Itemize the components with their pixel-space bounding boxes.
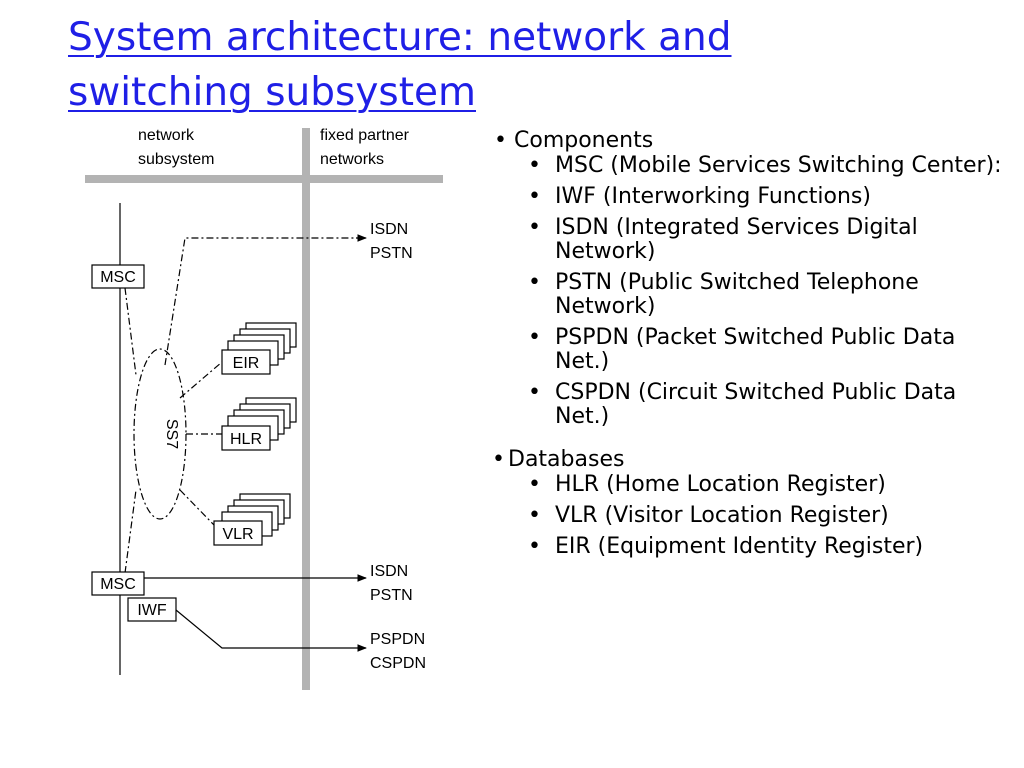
list-item: ISDN (Integrated Services Digital Networ… bbox=[490, 216, 1015, 264]
list-item: MSC (Mobile Services Switching Center): bbox=[490, 154, 1015, 179]
slide-title-line-2: switching subsystem bbox=[68, 70, 476, 115]
msc-bottom-label: MSC bbox=[100, 576, 136, 593]
eir-box bbox=[221, 349, 271, 375]
iwf-box bbox=[127, 597, 177, 622]
bullet-list: Components MSC (Mobile Services Switchin… bbox=[490, 126, 1015, 578]
vlr-label: VLR bbox=[222, 526, 253, 543]
databases-heading: Databases bbox=[490, 448, 1015, 473]
components-list: MSC (Mobile Services Switching Center): … bbox=[490, 154, 1015, 429]
fixed-partner-label-line1: fixed partner bbox=[320, 127, 410, 144]
msc-top-to-ss7-link bbox=[124, 287, 137, 376]
cspdn-label: CSPDN bbox=[370, 655, 426, 672]
eir-label: EIR bbox=[233, 355, 260, 372]
ss7-to-vlr-link bbox=[179, 489, 215, 526]
horizontal-separator-bar bbox=[85, 175, 443, 183]
databases-list: HLR (Home Location Register) VLR (Visito… bbox=[490, 473, 1015, 560]
list-item: PSPDN (Packet Switched Public Data Net.) bbox=[490, 326, 1015, 374]
slide-title-line-1: System architecture: network and bbox=[68, 15, 732, 60]
pspdn-label: PSPDN bbox=[370, 631, 425, 648]
list-item: EIR (Equipment Identity Register) bbox=[490, 535, 1015, 560]
pstn-label-bottom: PSTN bbox=[370, 587, 413, 604]
msc-bottom-box bbox=[91, 571, 145, 596]
databases-group: Databases HLR (Home Location Register) V… bbox=[490, 448, 1015, 560]
msc-top-box bbox=[91, 264, 145, 289]
ss7-label: SS7 bbox=[163, 419, 180, 449]
components-group: Components MSC (Mobile Services Switchin… bbox=[490, 129, 1015, 429]
architecture-diagram: network subsystem fixed partner networks… bbox=[85, 127, 443, 690]
msc-to-isdn-signalling-link bbox=[164, 237, 362, 366]
list-item: HLR (Home Location Register) bbox=[490, 473, 1015, 498]
ss7-to-eir-link bbox=[179, 361, 223, 399]
list-item: IWF (Interworking Functions) bbox=[490, 185, 1015, 210]
iwf-label: IWF bbox=[137, 602, 167, 619]
msc-bottom-to-ss7-link bbox=[124, 489, 137, 574]
iwf-to-pspdn-link bbox=[175, 609, 367, 652]
slide-title: System architecture: network and switchi… bbox=[68, 10, 968, 120]
isdn-label-bottom: ISDN bbox=[370, 563, 408, 580]
list-item: VLR (Visitor Location Register) bbox=[490, 504, 1015, 529]
pstn-label-top: PSTN bbox=[370, 245, 413, 262]
hlr-label: HLR bbox=[230, 431, 262, 448]
fixed-partner-label-line2: networks bbox=[320, 151, 384, 168]
hlr-box bbox=[221, 425, 271, 451]
vlr-box bbox=[213, 520, 263, 546]
components-heading: Components bbox=[490, 129, 1015, 154]
network-subsystem-label-line1: network bbox=[138, 127, 195, 144]
vertical-separator-bar bbox=[302, 128, 310, 690]
msc-top-label: MSC bbox=[100, 269, 136, 286]
network-subsystem-label-line2: subsystem bbox=[138, 151, 214, 168]
list-item: CSPDN (Circuit Switched Public Data Net.… bbox=[490, 381, 1015, 429]
isdn-label-top: ISDN bbox=[370, 221, 408, 238]
list-item: PSTN (Public Switched Telephone Network) bbox=[490, 271, 1015, 319]
